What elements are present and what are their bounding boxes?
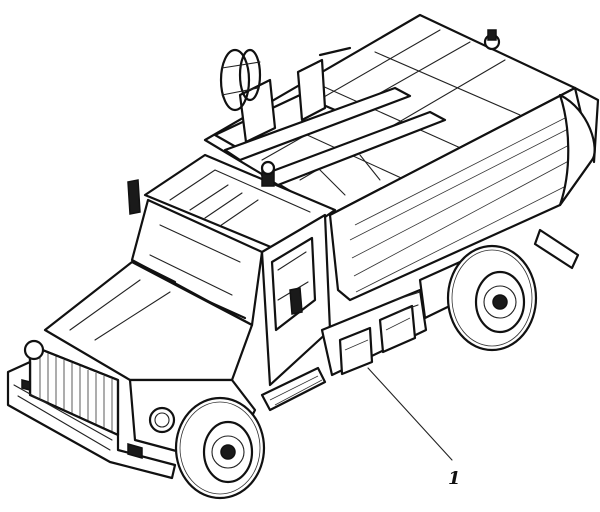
cab bbox=[127, 153, 337, 412]
rear-wheel bbox=[446, 244, 538, 352]
loading-mechanism bbox=[213, 46, 447, 211]
front-bumper bbox=[6, 360, 177, 480]
front-wheel bbox=[174, 396, 266, 500]
headlights bbox=[23, 339, 176, 434]
callout-label: 1 bbox=[448, 468, 461, 489]
callout-1: 1 bbox=[367, 367, 461, 489]
